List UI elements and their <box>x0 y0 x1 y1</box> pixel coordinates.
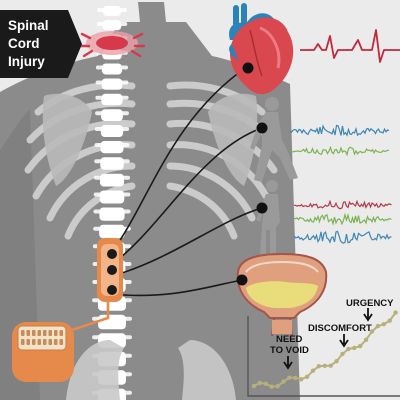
emg-waveform <box>293 212 392 226</box>
trend-point <box>299 377 304 382</box>
implant-lead <box>71 300 110 332</box>
trend-point <box>334 359 339 364</box>
vertebra <box>99 207 125 221</box>
trend-point <box>281 379 286 384</box>
pulse-generator-icon <box>12 322 74 382</box>
emg-waveform <box>289 145 390 157</box>
vertebra-process <box>92 335 132 340</box>
need-to-void-arrow-icon <box>283 356 293 370</box>
trend-point <box>346 346 351 352</box>
trend-point <box>316 364 322 369</box>
connector-pin <box>48 330 52 336</box>
connector-pin <box>21 330 25 336</box>
vertebra <box>99 173 125 187</box>
trend-point <box>310 368 316 373</box>
connector-pin <box>26 339 30 345</box>
emg-waveform <box>289 124 390 137</box>
need-to-void-label-line-1: NEED <box>276 334 303 345</box>
spinal-cord-injury-badge: Spinal Cord Injury <box>0 10 82 78</box>
trend-point <box>263 381 268 386</box>
trend-point <box>393 310 398 315</box>
trend-point <box>275 384 280 389</box>
vertebra-process <box>96 22 128 26</box>
connector-pin <box>59 330 63 336</box>
trend-point <box>322 363 327 368</box>
connector-pin <box>54 339 58 345</box>
vertebra-process <box>94 127 130 131</box>
connector-pin <box>59 339 63 345</box>
badge-line-3: Injury <box>8 54 45 69</box>
trend-point <box>381 322 386 327</box>
trend-point <box>352 345 357 351</box>
trend-point <box>369 329 375 334</box>
trend-point <box>257 380 263 386</box>
scapulae <box>42 93 258 186</box>
vertebra-process <box>95 65 129 70</box>
connector-pin <box>26 330 30 336</box>
connector-pin <box>43 330 47 336</box>
trend-point <box>358 343 363 349</box>
trend-point <box>269 384 274 389</box>
pelvis <box>66 340 236 400</box>
electrode-wires <box>111 65 263 297</box>
vertebra-process <box>95 111 129 116</box>
trend-point <box>328 363 333 368</box>
trend-point <box>375 323 381 329</box>
trend-point <box>304 374 310 379</box>
connector-pin <box>32 330 36 336</box>
walking-emg-waves <box>289 124 390 157</box>
sensation-trend-points <box>251 310 398 389</box>
trend-point <box>363 337 369 342</box>
vertebra-process <box>95 80 129 85</box>
lead-endpoints <box>236 62 268 286</box>
connector-pin <box>37 330 41 336</box>
vertebra-process <box>93 175 131 180</box>
bladder-icon <box>236 252 328 337</box>
vertebra <box>100 157 124 170</box>
trend-point <box>287 375 292 380</box>
vertebra-process <box>93 226 131 231</box>
trend-point <box>387 318 392 323</box>
discomfort-label: DISCOMFORT <box>308 323 372 334</box>
need-to-void-label-line-2: TO VOID <box>270 345 309 356</box>
connector-pin <box>37 339 41 345</box>
discomfort-arrow-icon <box>339 334 349 348</box>
urgency-label: URGENCY <box>346 298 394 309</box>
vertebra-process <box>94 159 130 164</box>
connector-pin <box>48 339 52 345</box>
urgency-arrow-icon <box>363 308 373 322</box>
vertebra <box>100 141 124 154</box>
trend-point <box>340 351 345 357</box>
vertebra-process <box>94 143 130 147</box>
vertebra-process <box>97 8 127 12</box>
connector-pin <box>54 330 58 336</box>
emg-waveform <box>293 230 392 244</box>
vertebra-process <box>93 209 131 214</box>
vertebra <box>99 190 125 204</box>
connector-pin <box>32 339 36 345</box>
trend-point <box>251 383 257 389</box>
heart-icon <box>229 3 294 95</box>
connector-pin <box>43 339 47 345</box>
emg-waveform <box>294 199 392 210</box>
injury-site <box>78 31 146 58</box>
bladder-sensation-graph <box>247 310 400 397</box>
vertebra-process <box>93 192 131 197</box>
heart-ekg-trace <box>300 29 400 63</box>
vertebra-process <box>95 95 129 100</box>
standing-emg-waves <box>293 199 392 244</box>
badge-line-1: Spinal <box>8 18 49 33</box>
trend-point <box>293 375 298 381</box>
badge-line-2: Cord <box>8 36 40 51</box>
connector-pin <box>21 339 25 345</box>
electrode-paddle <box>97 238 123 302</box>
